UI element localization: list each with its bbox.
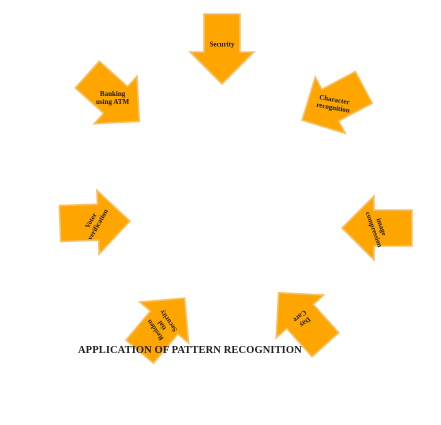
arrow-label-line: Security (210, 41, 235, 49)
arrow-residential-security: ResidentialSecurity (124, 297, 190, 365)
arrow-shape-image-compression (340, 194, 413, 262)
diagram-caption: APPLICATION OF PATTERN RECOGNITION (78, 345, 302, 356)
arrow-day-care: DayCare (275, 291, 340, 358)
arrow-label-line: using ATM (96, 98, 130, 106)
arrow-shape-voter-verification (58, 188, 132, 257)
arrow-shape-banking-using-atm (74, 60, 141, 125)
arrow-image-compression: imagecompression (340, 194, 413, 262)
arrow-voter-verification: Voterverification (58, 188, 132, 257)
arrow-character-recognition: Characterrecognition (301, 70, 374, 135)
arrow-shape-security (188, 13, 256, 86)
arrow-label-security: Security (210, 41, 235, 49)
arrow-shape-residential-security (124, 297, 190, 365)
arrow-shape-character-recognition (301, 70, 374, 135)
arrow-shape-day-care (275, 291, 340, 358)
arrow-label-line: Banking (100, 90, 126, 98)
arrow-security: Security (188, 13, 256, 86)
